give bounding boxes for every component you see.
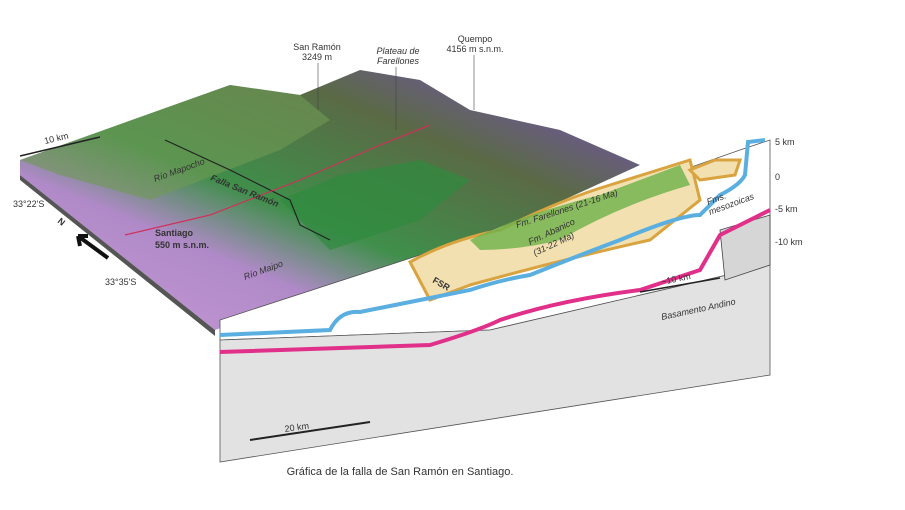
lat-north-label: 33°22'S [13,199,44,209]
cross-section [219,138,771,463]
city-name: Santiago [155,228,194,238]
north-label: N [56,216,67,228]
section-scale-label: 20 km [284,421,310,434]
depth-tick-0: 0 [775,172,780,182]
quempo-altitude: 4156 m s.n.m. [446,44,503,54]
north-arrow-icon [76,234,110,260]
plateau-label-2: Farellones [377,56,420,66]
san-ramon-altitude: 3249 m [302,52,332,62]
depth-tick-minus10: -10 km [775,237,803,247]
depth-tick-5: 5 km [775,137,795,147]
san-ramon-name: San Ramón [293,42,341,52]
terrain-block [20,70,640,336]
figure-caption: Gráfica de la falla de San Ramón en Sant… [286,466,514,478]
plateau-label-1: Plateau de [376,46,419,56]
depth-tick-minus5: -5 km [775,204,798,214]
city-altitude: 550 m s.n.m. [155,240,209,250]
map-scale-label: 10 km [43,131,69,146]
lat-south-label: 33°35'S [105,277,136,287]
quempo-name: Quempo [458,34,493,44]
